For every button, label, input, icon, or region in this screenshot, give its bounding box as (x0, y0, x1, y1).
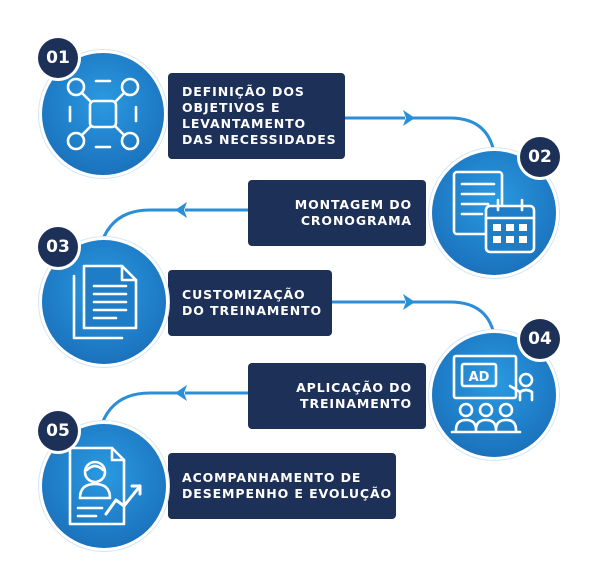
presentation-board-icon: AD (450, 354, 534, 434)
document-calendar-icon (452, 170, 536, 254)
step-03-label-box: CUSTOMIZAÇÃO DO TREINAMENTO (168, 270, 332, 336)
step-04-number-badge: 04 (520, 319, 560, 359)
step-05-line-2: DESEMPENHO E EVOLUÇÃO (182, 486, 393, 501)
step-01-line-3: LEVANTAMENTO (182, 116, 307, 131)
connector-03-04-arrow (403, 294, 415, 310)
step-05-line-1: ACOMPANHAMENTO DE (182, 470, 362, 485)
connector-03-04-curve (412, 300, 497, 341)
step-01-number-badge: 01 (38, 38, 78, 78)
connector-01-02-arrow (403, 110, 415, 126)
step-03-number-badge: 03 (38, 227, 78, 267)
step-02-number-badge: 02 (520, 137, 560, 177)
step-05-label-box: ACOMPANHAMENTO DE DESEMPENHO E EVOLUÇÃO (168, 453, 396, 519)
connector-01-02-curve (412, 116, 497, 159)
connector-04-05-curve (98, 391, 180, 431)
step-03-line-1: CUSTOMIZAÇÃO (182, 287, 306, 302)
step-03-number: 03 (46, 237, 70, 257)
step-04-line-1: APLICAÇÃO DO (296, 380, 412, 395)
step-01-label-box: DEFINIÇÃO DOS OBJETIVOS E LEVANTAMENTO D… (168, 73, 345, 159)
step-01-line-4: DAS NECESSIDADES (182, 132, 337, 147)
step-01-line-1: DEFINIÇÃO DOS (182, 84, 305, 99)
profile-growth-icon (68, 446, 142, 526)
documents-icon (72, 264, 138, 340)
board-text: AD (469, 370, 490, 385)
step-02-line-1: MONTAGEM DO (294, 197, 412, 212)
step-03-line-2: DO TREINAMENTO (182, 303, 323, 318)
step-05-number-badge: 05 (38, 411, 78, 451)
connector-02-03-arrow (175, 202, 187, 218)
step-04-number: 04 (528, 329, 552, 349)
step-04-label-box: APLICAÇÃO DO TREINAMENTO (248, 363, 426, 429)
connector-04-05-arrow (175, 385, 187, 401)
step-01-line-2: OBJETIVOS E (182, 100, 281, 115)
network-nodes-icon (66, 77, 140, 151)
step-04-line-2: TREINAMENTO (300, 396, 412, 411)
step-02-line-2: CRONOGRAMA (300, 213, 412, 228)
step-05-number: 05 (46, 421, 70, 441)
step-02-label-box: MONTAGEM DO CRONOGRAMA (248, 180, 426, 246)
step-01-number: 01 (46, 48, 70, 68)
step-02-number: 02 (528, 147, 552, 167)
